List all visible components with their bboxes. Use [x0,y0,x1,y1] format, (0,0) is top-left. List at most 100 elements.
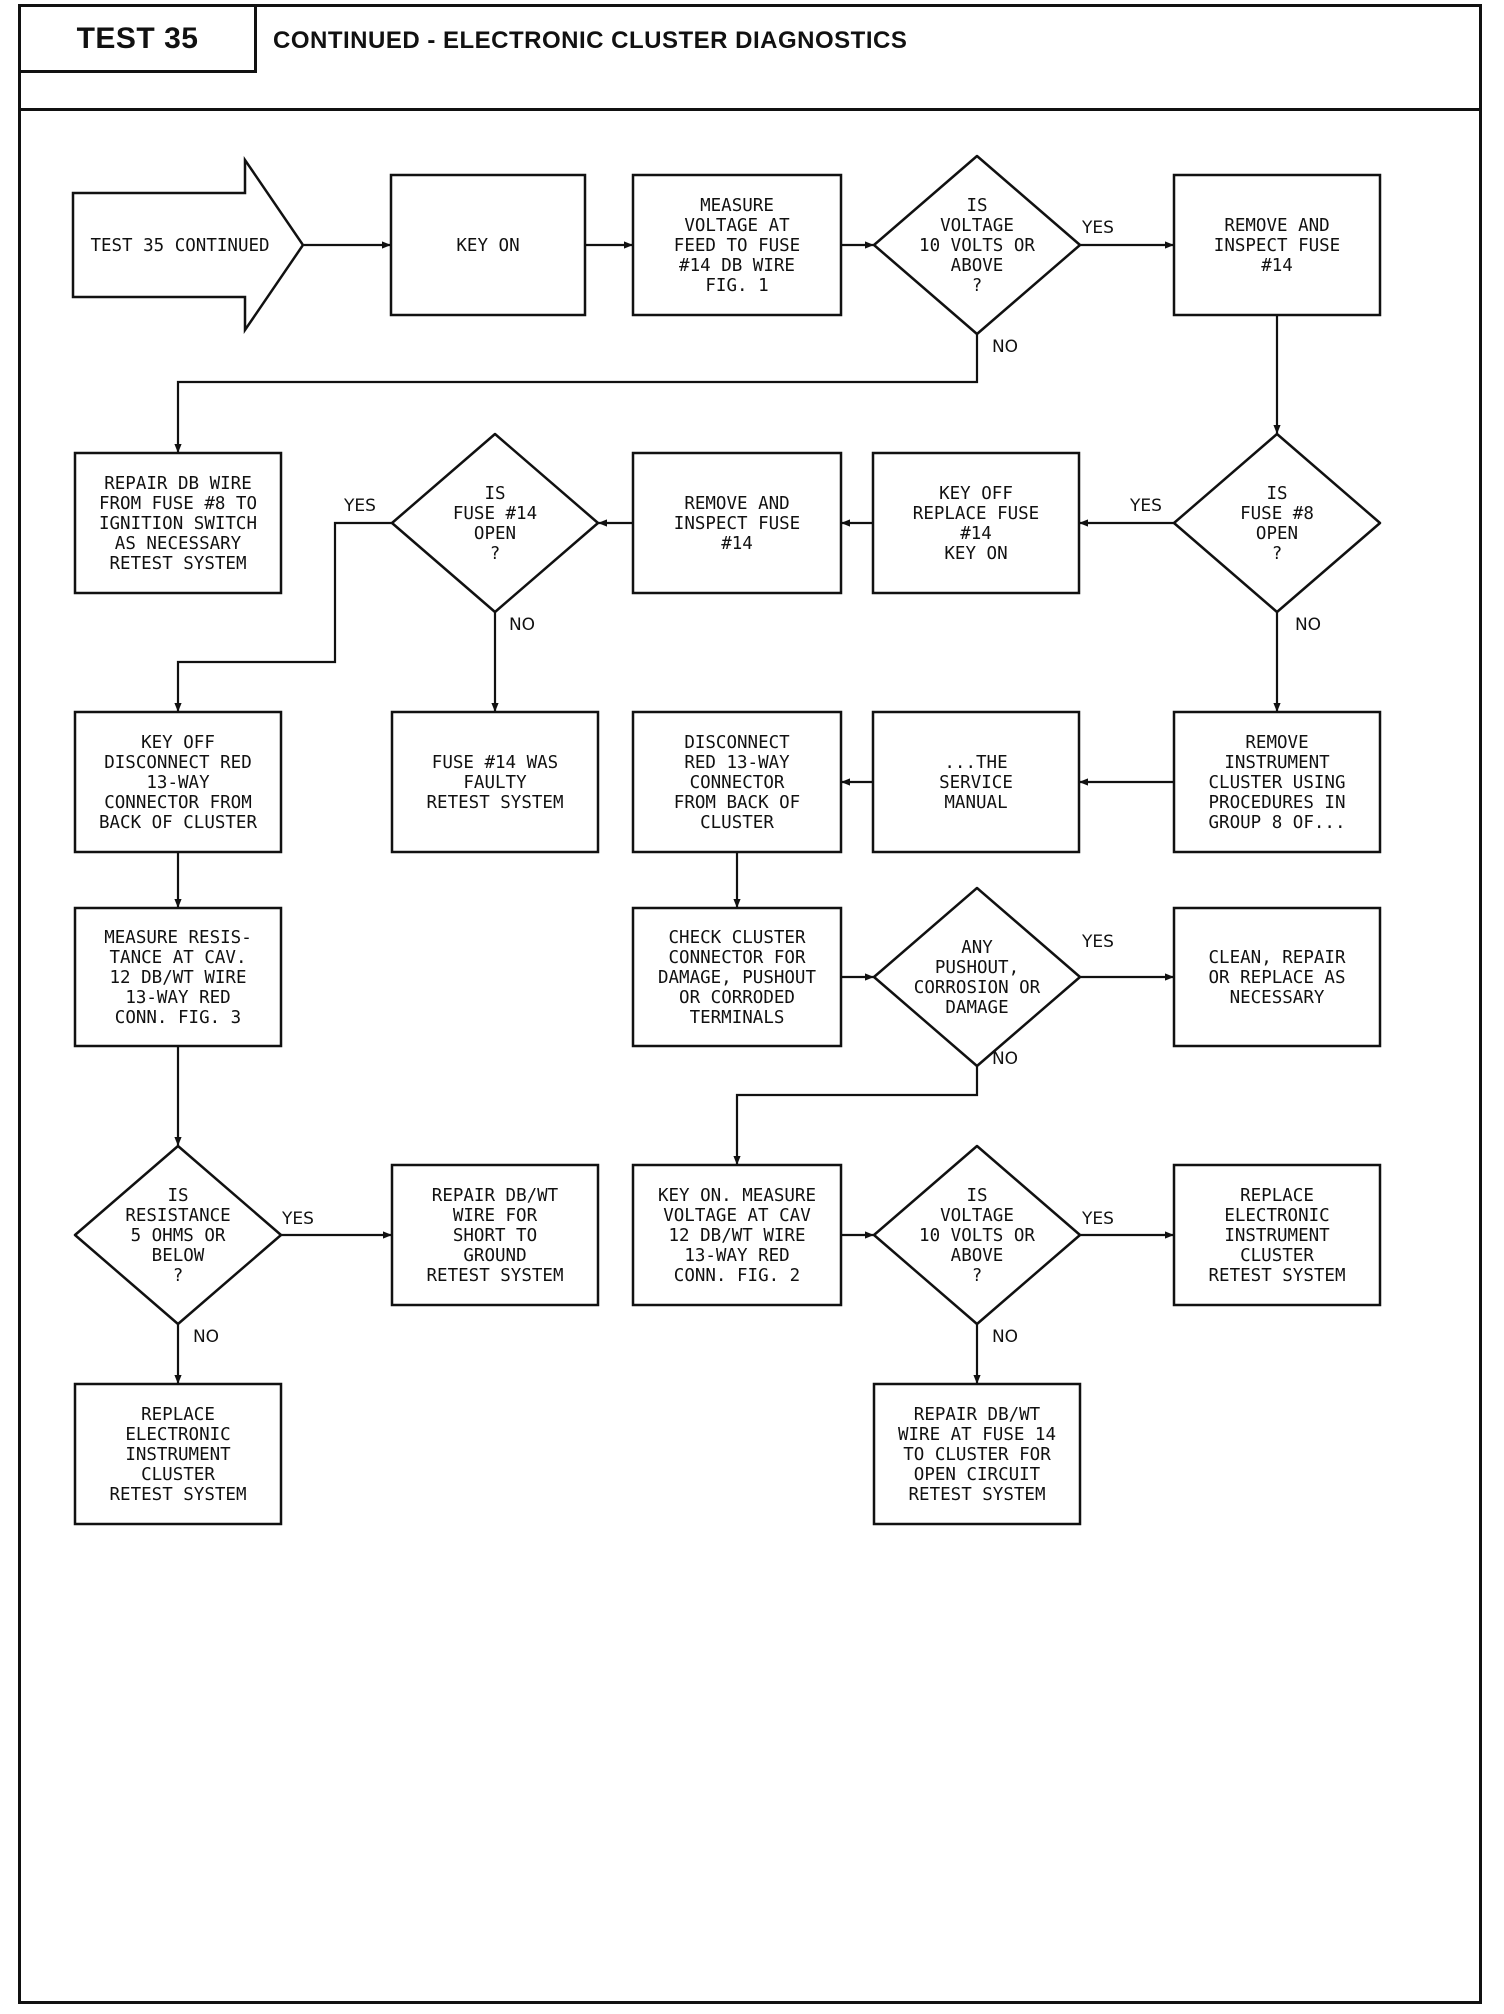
node-text-line: CLUSTER [141,1465,215,1485]
node-text-line: FROM BACK OF [674,793,800,813]
process-box [631,173,843,317]
node-text-line: RESISTANCE [125,1206,230,1226]
process-box [872,1382,1082,1526]
process-box [631,710,843,854]
node-text-line: FUSE #8 [1240,504,1314,524]
node-text-line: MANUAL [944,793,1007,813]
node-text-line: INSTRUMENT [125,1445,231,1465]
process-box [871,710,1081,854]
node-text-line: INSTRUMENT [1224,753,1330,773]
decision-diamond [390,432,600,614]
node-text-line: PUSHOUT, [935,958,1019,978]
node-text-line: REPLACE FUSE [913,504,1039,524]
node-text-line: KEY OFF [141,733,215,753]
node-text-line: RED 13-WAY [684,753,790,773]
node-text-line: IS [167,1186,188,1206]
node-text-line: OR CORRODED [679,988,795,1008]
decision-diamond [1172,432,1382,614]
node-text-line: TO CLUSTER FOR [903,1445,1051,1465]
node-text-line: 10 VOLTS OR [919,236,1035,256]
node-text-line: 12 DB/WT WIRE [110,968,247,988]
process-box [390,1163,600,1307]
node-text-line: VOLTAGE AT [684,216,790,236]
page-title: CONTINUED - ELECTRONIC CLUSTER DIAGNOSTI… [273,27,908,54]
node-text-line: RETEST SYSTEM [427,1266,564,1286]
node-text-line: #14 DB WIRE [679,256,795,276]
node-text-line: GROUP 8 OF... [1209,813,1346,833]
node-text-line: INSTRUMENT [1224,1226,1330,1246]
node-text-line: ? [490,544,501,564]
node-text-line: 13-WAY RED [125,988,230,1008]
node-text-line: CONNECTOR [690,773,785,793]
process-box [631,1163,843,1307]
node-text-line: FEED TO FUSE [674,236,800,256]
node-text-line: CLUSTER [1240,1246,1314,1266]
node-text-line: MEASURE [700,196,774,216]
node-text-line: FIG. 1 [705,276,768,296]
yes-branch-label: YES [1081,1209,1114,1229]
node-text-line: PROCEDURES IN [1209,793,1346,813]
node-text-line: OPEN [1256,524,1298,544]
no-branch-label: NO [1295,615,1321,635]
node-text-line: REMOVE AND [1224,216,1329,236]
no-branch-label: NO [509,615,535,635]
node-text-line: ABOVE [951,1246,1004,1266]
node-text-line: INSPECT FUSE [674,514,800,534]
node-text-line: ELECTRONIC [125,1425,230,1445]
node-text-line: OPEN CIRCUIT [914,1465,1041,1485]
node-replace-cluster-b: REPLACEELECTRONICINSTRUMENTCLUSTERRETEST… [73,1382,283,1526]
node-text-line: WIRE AT FUSE 14 [898,1425,1056,1445]
process-box [389,173,587,317]
node-text-line: WIRE FOR [453,1206,538,1226]
node-text-line: REPLACE [1240,1186,1314,1206]
node-text-line: RETEST SYSTEM [1209,1266,1346,1286]
node-text-line: CHECK CLUSTER [669,928,806,948]
node-text-line: DISCONNECT [684,733,790,753]
node-text-line: DISCONNECT RED [104,753,252,773]
node-text-line: DAMAGE, PUSHOUT [658,968,817,988]
node-text-line: CONN. FIG. 2 [674,1266,800,1286]
node-text-line: 13-WAY [146,773,210,793]
node-text-line: NECESSARY [1230,988,1325,1008]
node-text-line: TERMINALS [690,1008,785,1028]
node-text-line: FROM FUSE #8 TO [99,494,257,514]
node-text-line: ABOVE [951,256,1004,276]
node-text-line: GROUND [463,1246,526,1266]
node-text-line: FUSE #14 [453,504,537,524]
node-text-line: KEY OFF [939,484,1013,504]
node-text-line: 12 DB/WT WIRE [669,1226,806,1246]
node-text-line: ? [1272,544,1283,564]
node-text-line: AS NECESSARY [115,534,242,554]
node-text-line: VOLTAGE [940,216,1014,236]
decision-diamond [872,1144,1082,1326]
node-text-line: TEST 35 CONTINUED [90,236,269,256]
test-number-label: TEST 35 [76,21,199,55]
start-arrow-shape [71,155,305,335]
node-text-line: CONNECTOR FOR [669,948,806,968]
node-text-line: 13-WAY RED [684,1246,789,1266]
flow-connector [174,521,392,712]
decision-diamond [73,1144,283,1326]
node-text-line: #14 [960,524,992,544]
node-text-line: CLUSTER USING [1209,773,1346,793]
node-text-line: IS [966,196,987,216]
node-text-line: REPLACE [141,1405,215,1425]
node-text-line: KEY ON [456,236,519,256]
node-text-line: RETEST SYSTEM [110,554,247,574]
flow-connectors [174,241,1281,1384]
process-box [73,1382,283,1526]
node-text-line: BELOW [152,1246,205,1266]
node-text-line: KEY ON. MEASURE [658,1186,816,1206]
